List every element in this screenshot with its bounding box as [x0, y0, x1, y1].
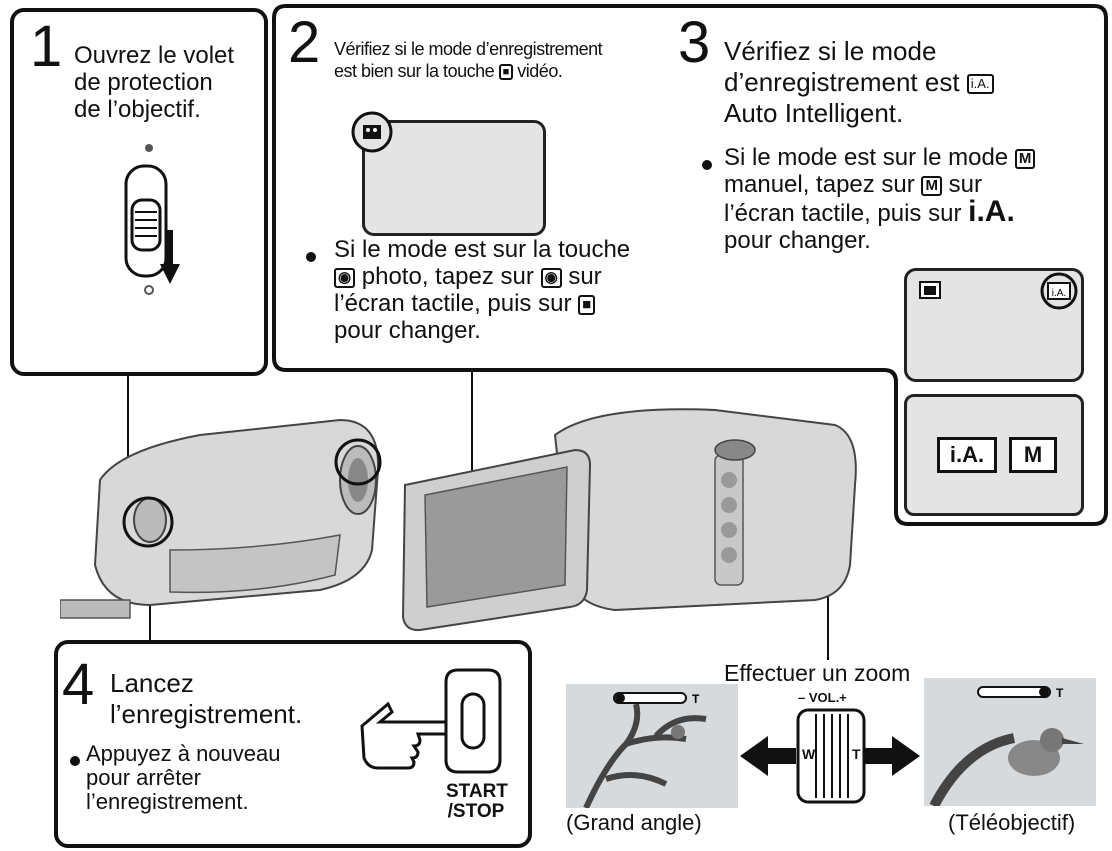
svg-text:T: T: [1056, 686, 1064, 700]
step3-bullet-line-6: pour changer.: [724, 227, 871, 254]
svg-text:i.A.: i.A.: [1052, 288, 1066, 299]
step3-bullet-line-3: sur: [948, 171, 982, 198]
step3-line-2: d’enregistrement est: [724, 67, 960, 97]
step2-bullet-line-2: photo, tapez sur: [361, 263, 534, 290]
step2-bullet-line-3: sur: [568, 263, 602, 290]
step3-bullet-line-4: l’écran tactile, puis sur: [724, 200, 962, 227]
step2-line-1: Vérifiez si le mode d’enregistrement: [334, 39, 603, 59]
step3-bullet: [702, 160, 712, 170]
step3-bullet-text: Si le mode est sur le mode M manuel, tap…: [724, 144, 1094, 254]
step2-bullet-line-1: Si le mode est sur la touche: [334, 236, 631, 263]
bird-illustration: [929, 728, 1084, 806]
step2-text: Vérifiez si le mode d’enregistrement est…: [334, 38, 674, 82]
step1-line-1: Ouvrez le volet: [74, 42, 235, 69]
intelligent-auto-icon: i.A.: [966, 74, 994, 95]
step3-mode-panel: i.A. M: [904, 394, 1084, 516]
intelligent-auto-icon: i.A.: [1040, 272, 1078, 310]
step2-bullet-line-4: l’écran tactile, puis sur: [334, 290, 572, 317]
manual-mode-icon: M: [921, 175, 942, 196]
camcorder-closed-illustration: [60, 418, 382, 619]
step1-line-2: de protection: [74, 69, 213, 96]
camera-icon: ◉: [540, 267, 562, 288]
start-stop-label: START /STOP: [446, 781, 508, 822]
start-stop-button[interactable]: [444, 666, 504, 776]
step2-bullet-line-5: pour changer.: [334, 317, 481, 344]
step4-bullet-text: Appuyez à nouveau pour arrêter l’enregis…: [86, 742, 281, 814]
tree-branch-illustration: [583, 703, 707, 808]
step2-line-2: est bien sur la touche: [334, 61, 495, 81]
step4-line-2: l’enregistrement.: [110, 699, 303, 729]
step4-bullet: [70, 756, 80, 766]
step3-line-1: Vérifiez si le mode: [724, 36, 937, 66]
video-camera-icon: [351, 111, 393, 153]
step3-text: Vérifiez si le mode d’enregistrement est…: [724, 36, 1084, 129]
step4-bullet-line-1: Appuyez à nouveau: [86, 741, 281, 766]
camera-icon: ◉: [334, 267, 356, 288]
wide-angle-caption: (Grand angle): [566, 810, 702, 835]
step2-number: 2: [288, 10, 321, 75]
manual-mode-button[interactable]: M: [1009, 437, 1057, 473]
svg-text:T: T: [692, 692, 700, 706]
zoom-bar-wide-icon: T: [613, 692, 700, 706]
step3-bullet-line-2: manuel, tapez sur: [724, 171, 915, 198]
step4-line-1: Lancez: [110, 668, 194, 698]
telephoto-caption: (Téléobjectif): [948, 810, 1076, 835]
manual-mode-icon: M: [1014, 148, 1036, 169]
step3-line-3: Auto Intelligent.: [724, 98, 904, 128]
zoom-lever-illustration: [740, 708, 920, 804]
zoom-w-label: W: [802, 746, 816, 762]
wide-angle-image: T: [566, 684, 738, 808]
step1-box: 1 Ouvrez le volet de protection de l’obj…: [10, 8, 268, 376]
step4-number: 4: [62, 652, 95, 717]
ia-mode-button[interactable]: i.A.: [937, 437, 997, 473]
step3-screen: i.A.: [904, 268, 1084, 382]
step2-line-3: vidéo.: [517, 61, 563, 81]
video-camera-icon: ■: [498, 64, 513, 81]
zoom-bar-tele-icon: T: [977, 686, 1064, 700]
step2-bullet-text: Si le mode est sur la touche ◉ photo, ta…: [334, 236, 674, 344]
step4-bullet-line-2: pour arrêter: [86, 765, 201, 790]
step2-screen: [351, 111, 546, 236]
start-label: START: [446, 781, 508, 802]
step1-number: 1: [30, 14, 63, 79]
video-camera-icon: [919, 281, 941, 299]
telephoto-image: T: [924, 678, 1096, 806]
step1-text: Ouvrez le volet de protection de l’objec…: [74, 42, 234, 123]
step3-number: 3: [678, 10, 711, 75]
step3-ia-label: i.A.: [968, 195, 1015, 228]
stop-label: /STOP: [447, 801, 505, 822]
zoom-title: Effectuer un zoom: [724, 660, 911, 686]
lens-cover-slider-icon: [124, 144, 180, 295]
vol-label: – VOL.+: [798, 690, 847, 705]
step2-bullet: [306, 252, 316, 262]
step4-box: 4 Lancez l’enregistrement. Appuyez à nou…: [54, 640, 532, 848]
zoom-t-label: T: [852, 746, 861, 762]
pointing-hand-icon: [360, 701, 456, 770]
step4-bullet-line-3: l’enregistrement.: [86, 789, 249, 814]
step1-line-3: de l’objectif.: [74, 96, 201, 123]
camcorder-open-illustration: [401, 408, 857, 632]
step3-bullet-line-1: Si le mode est sur le mode: [724, 144, 1009, 171]
video-camera-icon: ■: [578, 294, 596, 315]
step4-text: Lancez l’enregistrement.: [110, 668, 302, 730]
